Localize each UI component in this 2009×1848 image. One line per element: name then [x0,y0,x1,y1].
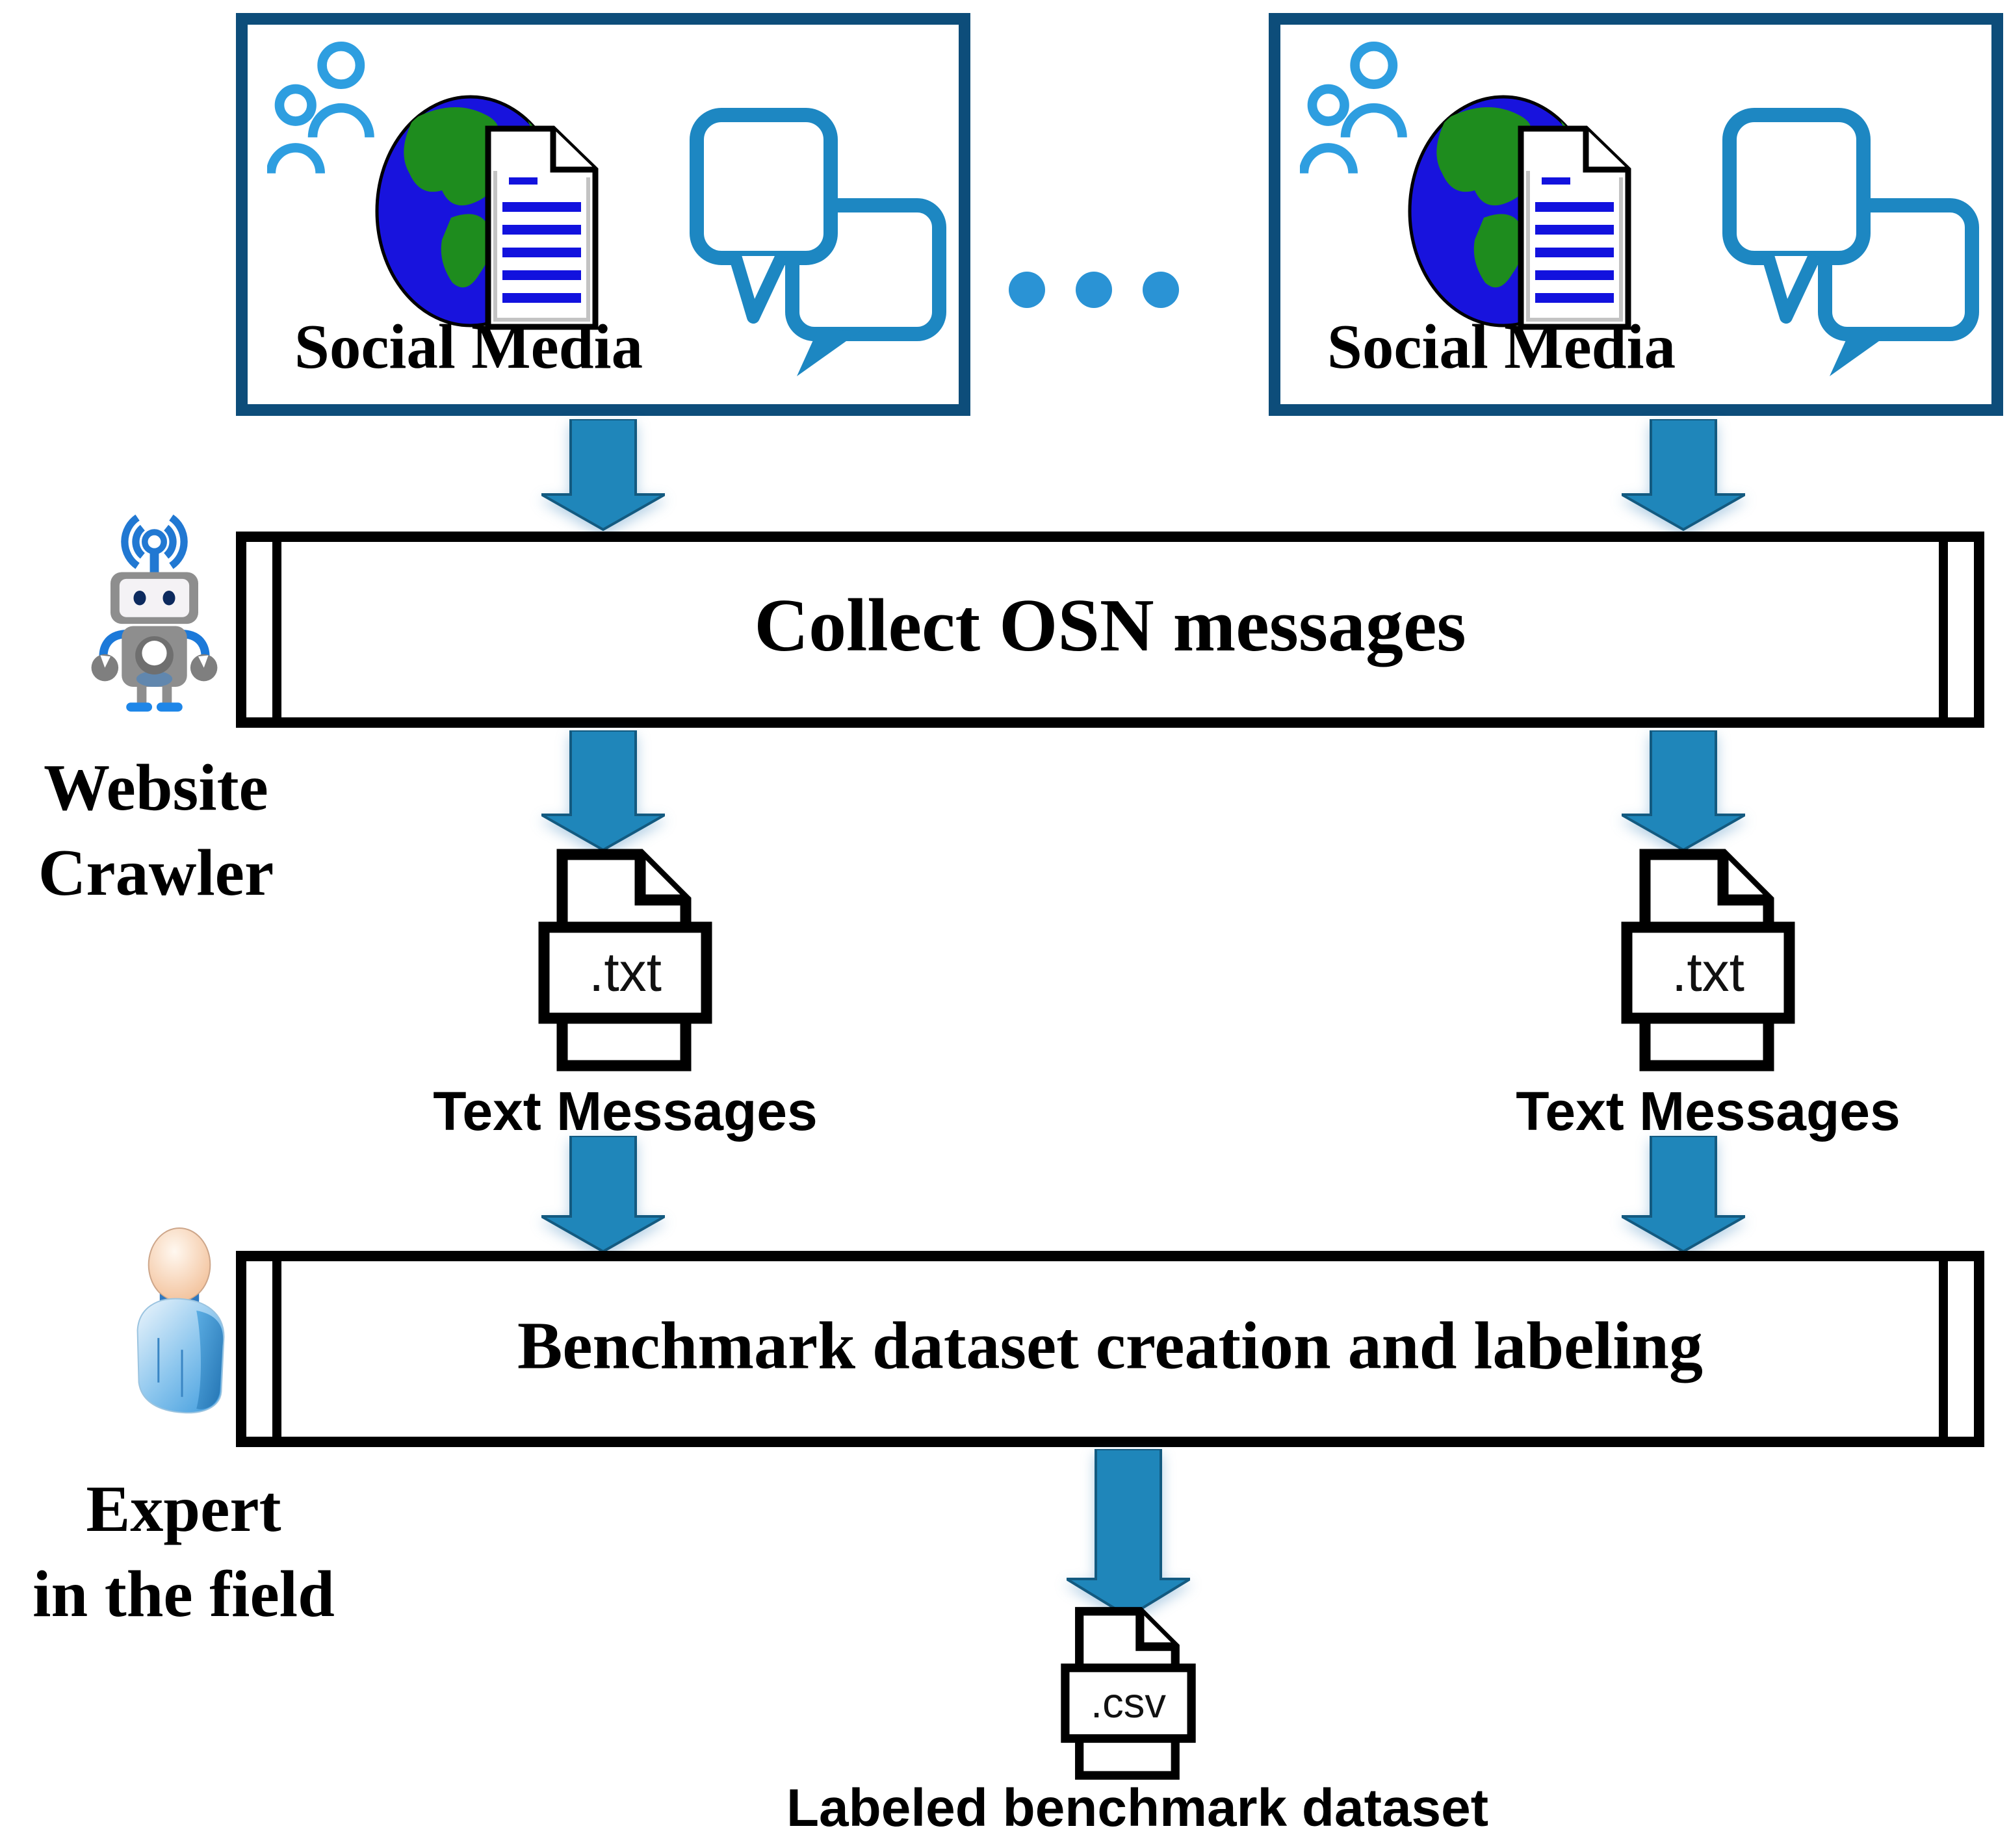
csv-extension-label: .csv [1091,1679,1166,1726]
people-icon [1300,42,1407,174]
text-messages-caption: Text Messages [1516,1081,1900,1142]
benchmark-labeling-step: Benchmark dataset creation and labeling [236,1251,1984,1447]
speech-bubbles-icon [690,108,946,376]
down-arrow [1622,419,1745,531]
robot-crawler-icon [91,515,218,712]
document-icon [485,125,599,330]
social-media-label: Social Media [1327,312,1676,381]
benchmark-labeling-label: Benchmark dataset creation and labeling [517,1308,1703,1383]
website-crawler-line1: Website [44,751,268,825]
website-crawler-caption: Website Crawler [0,746,312,916]
social-media-box-left: Social Media [236,13,970,416]
txt-file-icon: .txt [1621,849,1795,1072]
down-arrow [1067,1449,1190,1618]
expert-caption: Expert in the field [0,1467,367,1637]
expert-line1: Expert [86,1472,281,1546]
speech-bubbles-icon [1722,108,1979,376]
globe-document-icon [375,95,599,330]
txt-file-icon: .txt [538,849,712,1072]
social-media-box-right: Social Media [1269,13,2003,416]
person-expert-icon [136,1227,225,1414]
down-arrow [541,419,665,531]
social-media-label: Social Media [294,312,643,381]
down-arrow [1622,730,1745,851]
text-messages-caption: Text Messages [433,1081,818,1142]
globe-document-icon [1408,95,1631,330]
website-crawler-line2: Crawler [38,836,274,910]
csv-file-icon: .csv [1061,1607,1196,1780]
down-arrow [1622,1136,1745,1253]
expert-line2: in the field [32,1557,335,1631]
txt-extension-label: .txt [1672,942,1744,1003]
document-icon [1518,125,1631,330]
labeled-dataset-caption: Labeled benchmark dataset [786,1778,1489,1838]
down-arrow [541,730,665,851]
ellipsis-icon [1009,272,1179,308]
collect-osn-label: Collect OSN messages [754,584,1466,668]
down-arrow [541,1136,665,1253]
txt-extension-label: .txt [589,942,662,1003]
people-icon [267,42,374,174]
collect-osn-step: Collect OSN messages [236,532,1984,728]
